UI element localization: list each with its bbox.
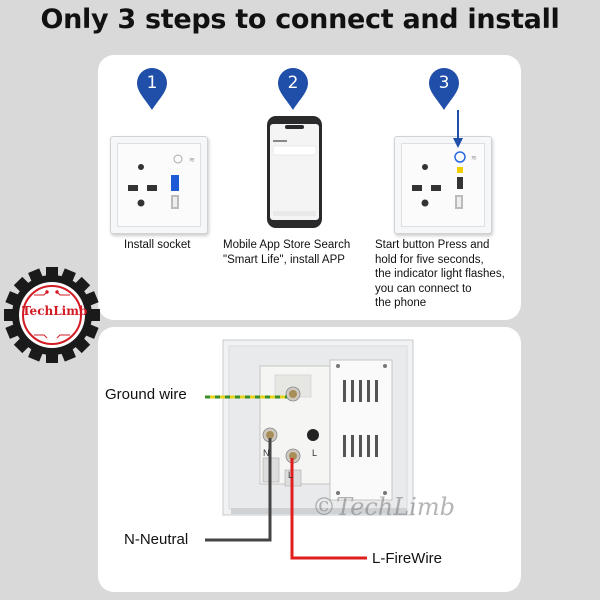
ground-wire-label: Ground wire: [105, 386, 187, 403]
techlimb-logo: [4, 267, 100, 363]
firewire-label: L-FireWire: [372, 550, 442, 567]
terminal-l-label: L: [312, 448, 318, 458]
arrow-down-icon: [453, 110, 463, 148]
terminal-l-bottom-label: L: [288, 470, 294, 480]
step-3-number: 3: [438, 73, 450, 93]
step-1-pin-icon: 1: [135, 67, 169, 111]
socket-image-step-3: ≋: [394, 136, 492, 234]
watermark: ©TechLimb: [312, 493, 455, 521]
step-1-number: 1: [146, 73, 158, 93]
socket-image-step-1: ≋: [110, 136, 208, 234]
step-2-pin-icon: 2: [276, 67, 310, 111]
step-3-text: Start button Press and hold for five sec…: [375, 239, 505, 309]
phone-image-step-2: [267, 116, 322, 228]
page-title: Only 3 steps to connect and install: [40, 4, 560, 35]
svg-text:≋: ≋: [471, 154, 477, 162]
step-2-number: 2: [287, 73, 299, 93]
terminal-n-label: N: [263, 448, 270, 458]
svg-text:≋: ≋: [189, 156, 195, 164]
step-3-pin-icon: 3: [427, 67, 461, 111]
step-2-text: Mobile App Store Search "Smart Life", in…: [223, 239, 351, 266]
step-1-text: Install socket: [124, 239, 191, 251]
neutral-wire-label: N-Neutral: [124, 531, 189, 548]
logo-text: TechLimb: [22, 304, 88, 318]
socket-back-image: [205, 339, 414, 560]
